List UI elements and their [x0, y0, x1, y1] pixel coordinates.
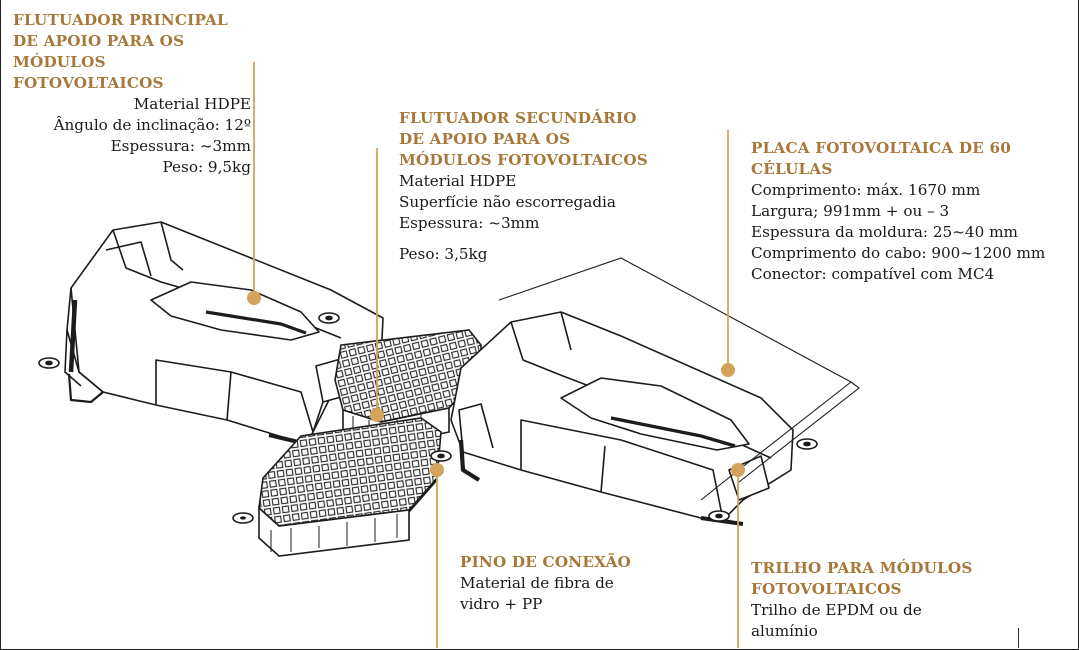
dot-pin: [430, 463, 444, 477]
front-float-drawing: [232, 417, 442, 557]
callout-pv-panel: PLACA FOTOVOLTAICA DE 60 CÉLULAS Comprim…: [751, 138, 1076, 285]
callout-title: FLUTUADOR SECUNDÁRIO DE APOIO PARA OS MÓ…: [399, 109, 648, 169]
spec-weight: Peso: 3,5kg: [399, 245, 488, 263]
callout-rail: TRILHO PARA MÓDULOS FOTOVOLTAICOS Trilho…: [751, 558, 1011, 642]
leader-lines: [253, 62, 739, 648]
spec-frame-thickness: Espessura da moldura: 25~40 mm: [751, 223, 1018, 241]
spec-length: Comprimento: máx. 1670 mm: [751, 181, 981, 199]
callout-secondary-float: FLUTUADOR SECUNDÁRIO DE APOIO PARA OS MÓ…: [399, 108, 699, 265]
dot-pv-panel: [721, 363, 735, 377]
spec-width: Largura; 991mm + ou – 3: [751, 202, 950, 220]
dot-main-float: [247, 291, 261, 305]
spec-material: Material HDPE: [399, 172, 517, 190]
main-float-drawing: [38, 221, 384, 447]
callout-main-float: FLUTUADOR PRINCIPAL DE APOIO PARA OS MÓD…: [13, 10, 251, 178]
spec-surface: Superfície não escorregadia: [399, 193, 616, 211]
spec-cable-length: Comprimento do cabo: 900~1200 mm: [751, 244, 1046, 262]
callout-title: TRILHO PARA MÓDULOS FOTOVOLTAICOS: [751, 559, 973, 598]
callout-title: PLACA FOTOVOLTAICA DE 60 CÉLULAS: [751, 139, 1011, 178]
spec-rail-2: alumínio: [751, 622, 818, 640]
dot-rail: [731, 463, 745, 477]
spec-material-2: vidro + PP: [460, 595, 543, 613]
spec-tilt-angle: Ângulo de inclinação: 12º: [53, 116, 251, 134]
right-float-drawing: [430, 311, 818, 526]
callout-connection-pin: PINO DE CONEXÃO Material de fibra de vid…: [460, 552, 690, 615]
spec-connector: Conector: compatível com MC4: [751, 265, 995, 283]
leader-dots: [247, 291, 745, 477]
spec-material: Material HDPE: [133, 95, 251, 113]
callout-title: PINO DE CONEXÃO: [460, 553, 631, 571]
dot-secondary-float: [370, 408, 384, 422]
spec-thickness: Espessura: ~3mm: [110, 137, 251, 155]
spec-thickness: Espessura: ~3mm: [399, 214, 540, 232]
pv-panel-drawing: [498, 257, 860, 501]
spec-rail-1: Trilho de EPDM ou de: [751, 601, 922, 619]
spec-material-1: Material de fibra de: [460, 574, 614, 592]
callout-title: FLUTUADOR PRINCIPAL DE APOIO PARA OS MÓD…: [13, 11, 228, 92]
spec-weight: Peso: 9,5kg: [162, 158, 252, 176]
divider-mark: [1018, 628, 1019, 648]
